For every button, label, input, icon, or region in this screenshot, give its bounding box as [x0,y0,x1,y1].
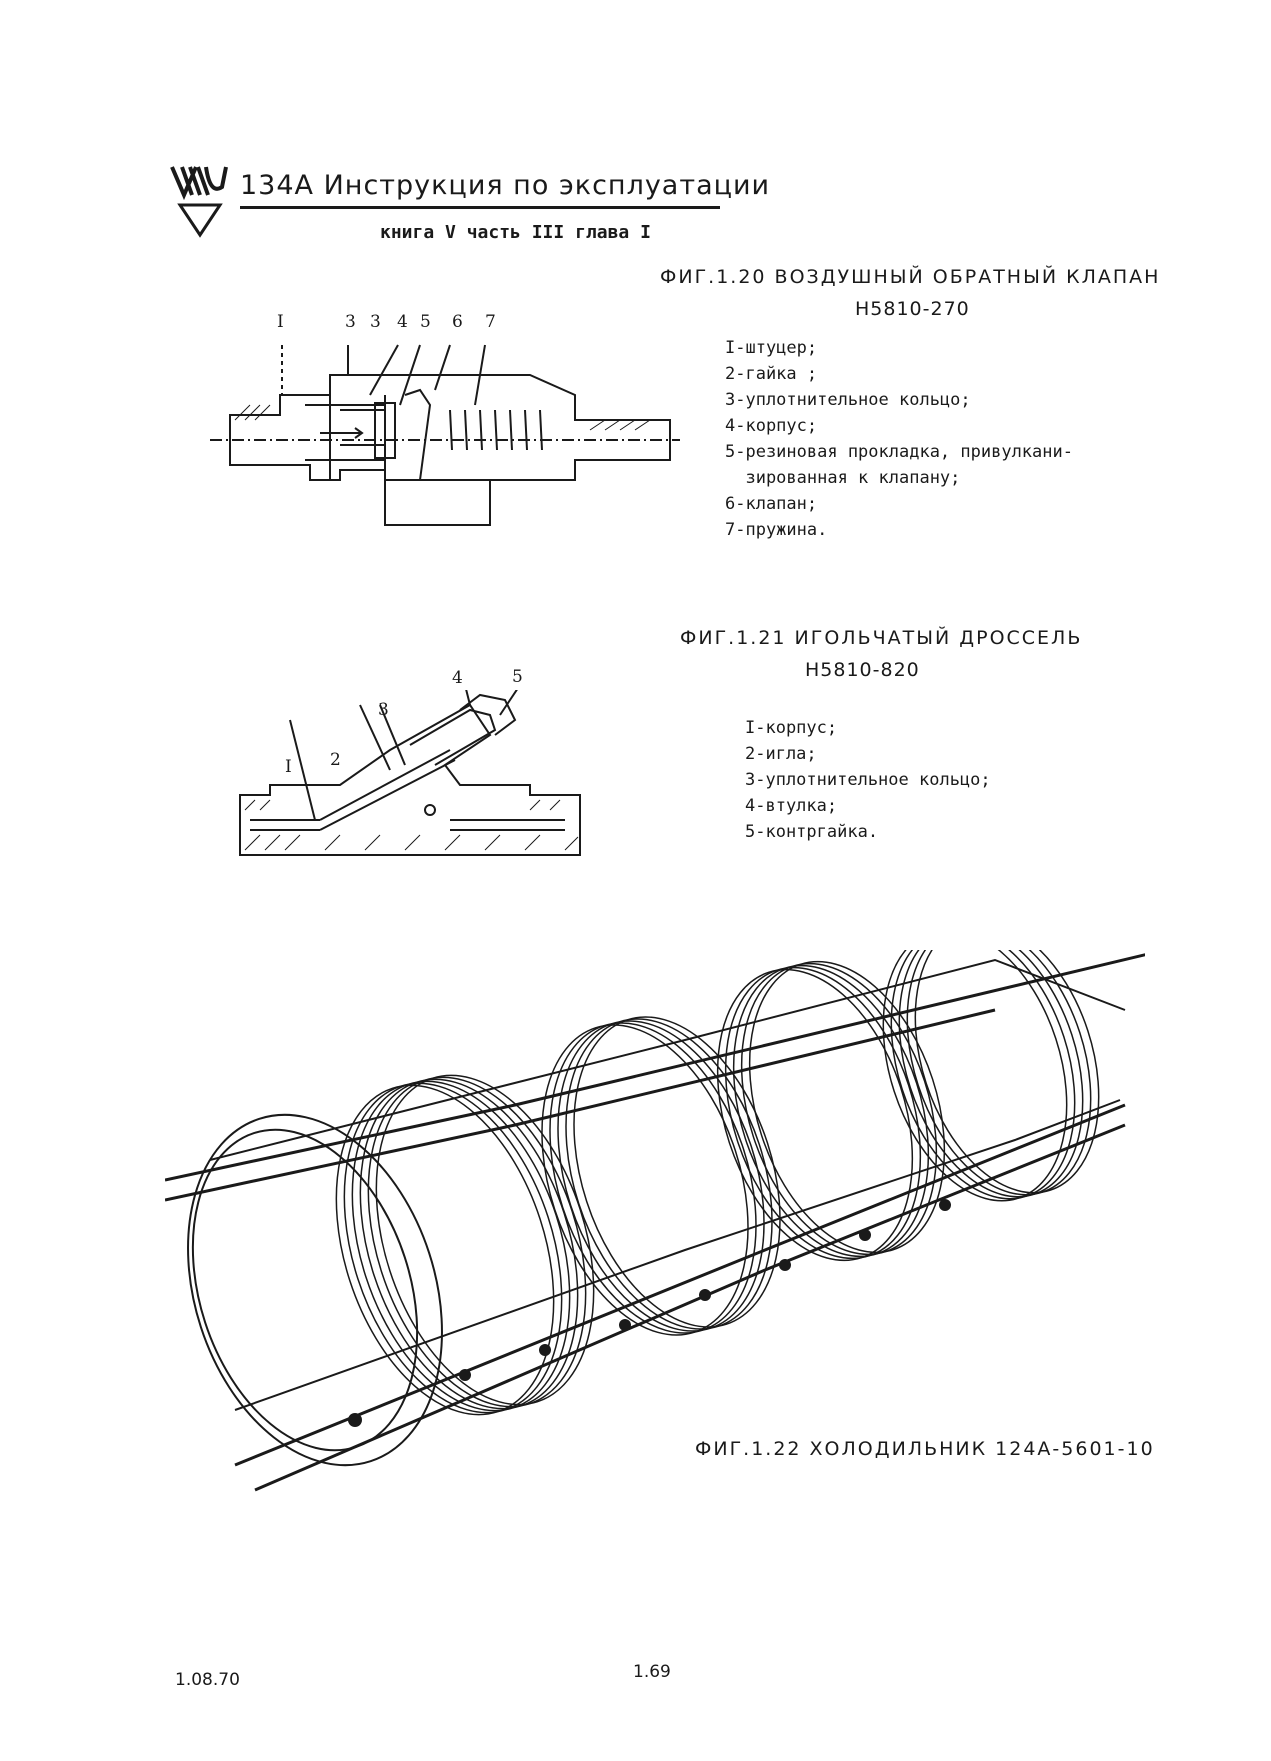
callout-3: 3 [370,312,381,332]
legend-list: I-корпус; 2-игла; 3-уплотнительное кольц… [745,715,991,845]
callout-3a: 3 [345,312,356,332]
title-underline [240,206,720,209]
legend-item: 6-клапан; [725,494,818,514]
legend-item: 5-контргайка. [745,822,879,842]
callout-1: I [285,757,292,777]
legend-item: 4-втулка; [745,796,838,816]
legend-item: 2-игла; [745,744,817,764]
tupolev-logo [170,166,228,238]
callout-2: 2 [330,750,341,770]
document-subtitle: книга V часть III глава I [380,222,651,243]
page-number: 1.69 [633,1662,671,1682]
legend-item: 2-гайка ; [725,364,818,384]
legend-item: 3-уплотнительное кольцо; [725,390,971,410]
legend-list: I-штуцер; 2-гайка ; 3-уплотнительное кол… [725,335,1073,543]
legend-item: I-корпус; [745,718,838,738]
radiator-drawing [165,950,1145,1492]
figure-part-number: Н5810-820 [805,659,920,681]
footer-date: 1.08.70 [175,1670,240,1690]
document-title: 134А Инструкция по эксплуатации [240,170,771,201]
legend-item: 3-уплотнительное кольцо; [745,770,991,790]
callout-4: 4 [452,668,463,688]
callout-5: 5 [512,667,523,687]
legend-item: 4-корпус; [725,416,818,436]
legend-item: 5-резиновая прокладка, привулкани- [725,442,1073,462]
check-valve-drawing [210,344,680,526]
figure-caption: ФИГ.1.21 ИГОЛЬЧАТЫЙ ДРОССЕЛЬ [680,627,1083,649]
legend-item: 7-пружина. [725,520,828,540]
callout-6: 6 [452,312,463,332]
figure-caption: ФИГ.1.20 ВОЗДУШНЫЙ ОБРАТНЫЙ КЛАПАН [660,266,1161,288]
callout-7: 7 [485,312,496,332]
figure-part-number: Н5810-270 [855,298,970,320]
callout-4: 4 [397,312,408,332]
callout-3: 3 [378,700,389,720]
callout-1: I [277,312,284,332]
figure-caption: ФИГ.1.22 ХОЛОДИЛЬНИК 124А-5601-10 [695,1438,1155,1460]
needle-throttle-drawing [239,690,581,856]
legend-item: I-штуцер; [725,338,818,358]
callout-5: 5 [420,312,431,332]
legend-item: зированная к клапану; [725,468,961,488]
